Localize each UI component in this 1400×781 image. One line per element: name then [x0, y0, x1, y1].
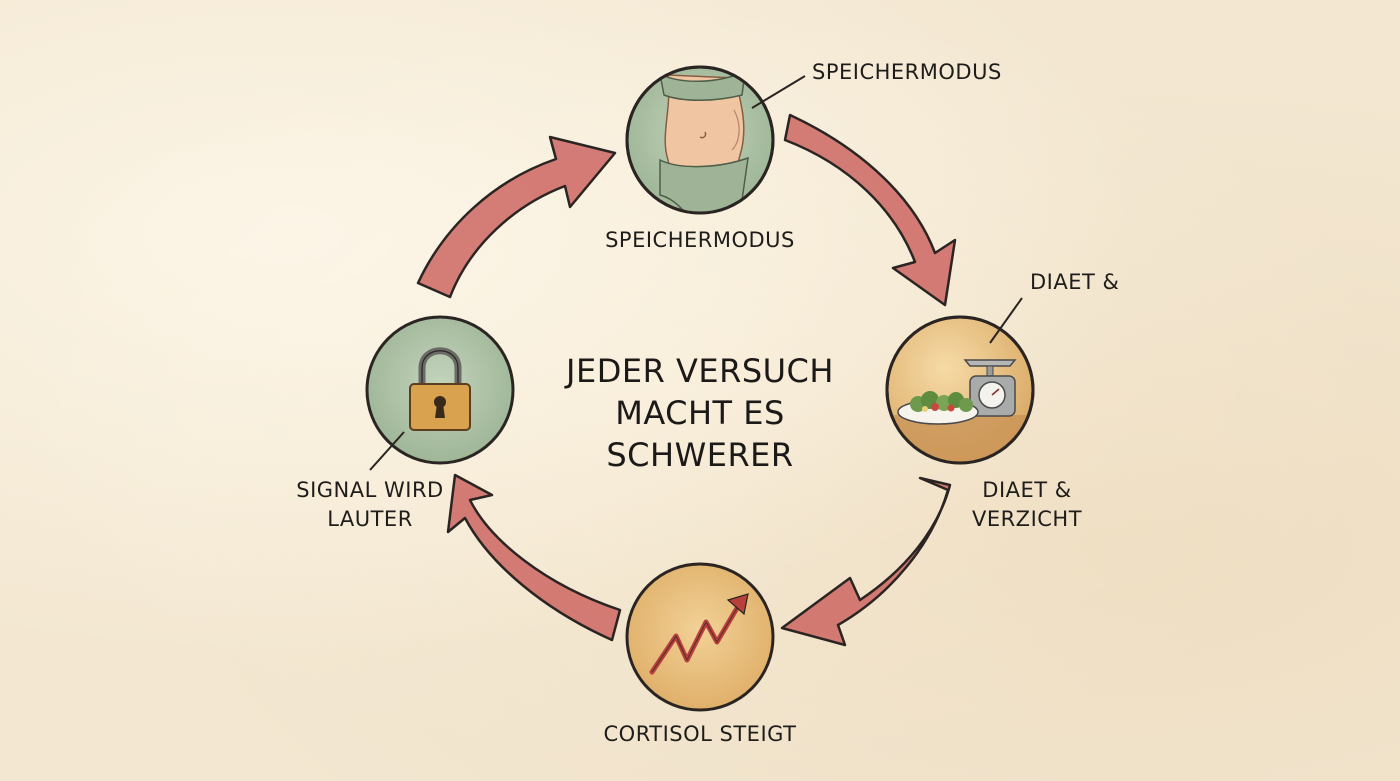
- node-left-caption-line2: LAUTER: [327, 507, 413, 531]
- node-right-caption-line1: DIAET &: [982, 478, 1072, 502]
- node-left: [365, 315, 515, 465]
- callout-line-top: [751, 75, 806, 109]
- node-bottom: [625, 562, 775, 712]
- callout-top-label: SPEICHERMODUS: [812, 60, 1002, 84]
- node-right-caption: DIAET & VERZICHT: [962, 476, 1092, 534]
- arrow-right-to-bottom: [780, 476, 952, 647]
- callout-line-left: [369, 431, 405, 471]
- node-right-caption-line2: VERZICHT: [971, 507, 1083, 531]
- belly-icon: [658, 70, 749, 213]
- node-top-caption: SPEICHERMODUS: [605, 228, 795, 252]
- node-left-caption: SIGNAL WIRD LAUTER: [290, 476, 450, 534]
- arrow-left-to-top: [416, 135, 617, 299]
- node-top: [625, 65, 775, 215]
- node-bottom-caption: CORTISOL STEIGT: [603, 722, 797, 746]
- center-title-line1: JEDER VERSUCH: [566, 352, 834, 390]
- arrow-top-to-right: [783, 113, 957, 307]
- callout-line-right: [989, 297, 1023, 344]
- callout-right-label: DIAET &: [1030, 270, 1120, 294]
- node-right: [885, 315, 1035, 465]
- center-title: JEDER VERSUCH MACHT ES SCHWERER: [520, 350, 880, 476]
- padlock-icon: [409, 347, 471, 431]
- center-title-line2: MACHT ES SCHWERER: [606, 394, 794, 474]
- rising-zigzag-arrow-icon: [649, 593, 749, 675]
- node-left-caption-line1: SIGNAL WIRD: [296, 478, 444, 502]
- arrow-bottom-to-left: [446, 473, 622, 642]
